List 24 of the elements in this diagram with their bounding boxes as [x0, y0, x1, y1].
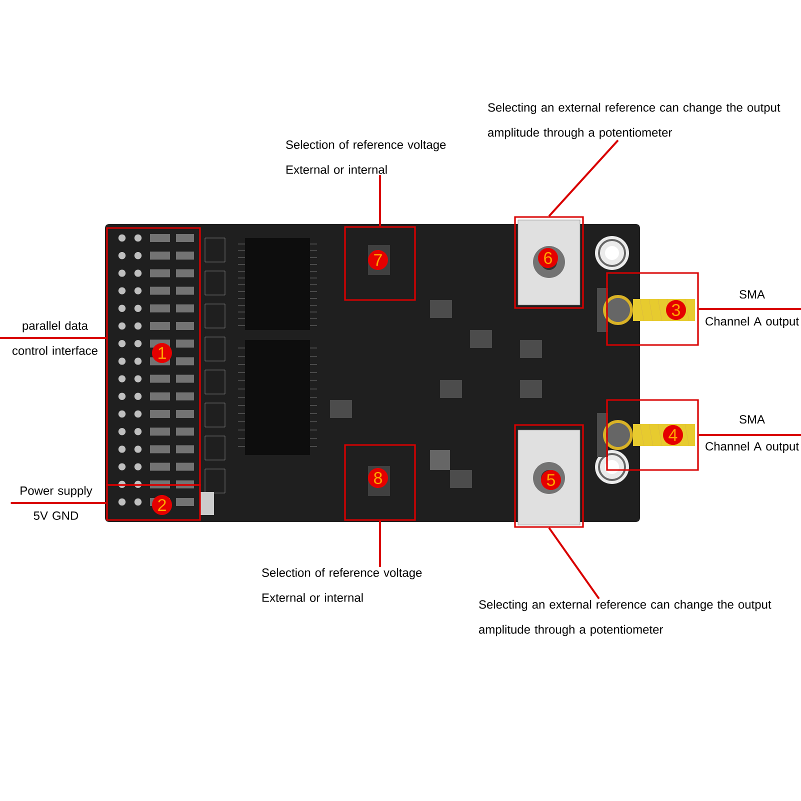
- leader-line: [379, 175, 381, 226]
- leader-line: [698, 308, 801, 310]
- callout-box: 4: [606, 399, 699, 471]
- callout-box: 1: [106, 227, 201, 486]
- callout-box: 6: [514, 216, 584, 309]
- callout-box: 5: [514, 424, 584, 528]
- leader-line: [548, 527, 600, 600]
- callout-box: 7: [344, 226, 416, 301]
- annotation-text: SMA Channel A output: [706, 290, 799, 328]
- leader-line: [0, 337, 106, 339]
- annotation-text: parallel data control interface: [12, 321, 98, 355]
- leader-line: [698, 434, 801, 436]
- leader-line: [379, 520, 381, 567]
- leader-line: [10, 502, 106, 504]
- annotation-text: Selection of reference voltage External or internal: [262, 568, 422, 602]
- annotation-text: Selecting an external reference can change the output amplitude through a potentiometer: [488, 102, 780, 140]
- callout-box: 3: [606, 272, 699, 346]
- annotation-text: Selection of reference voltage External or internal: [286, 140, 446, 174]
- annotation-text: SMA Channel A output: [706, 415, 799, 453]
- annotation-text: Power supply 5V GND: [20, 486, 92, 520]
- leader-line: [548, 140, 619, 217]
- callout-box: 8: [344, 444, 416, 521]
- annotation-text: Selecting an external reference can change the output amplitude through a potentiometer: [479, 600, 772, 636]
- callout-box: 2: [106, 484, 201, 521]
